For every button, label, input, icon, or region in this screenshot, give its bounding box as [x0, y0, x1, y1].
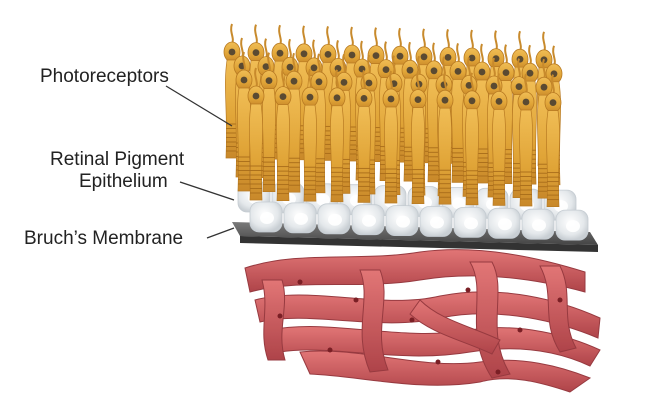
rpe-cell [283, 202, 317, 234]
bruchs-membrane-label: Bruch’s Membrane [24, 228, 184, 249]
photoreceptor-cell [463, 72, 481, 206]
leader-lines [165, 85, 235, 239]
photoreceptor-cell [355, 70, 373, 203]
rpe-cell [521, 208, 555, 240]
photoreceptor-cell [436, 71, 454, 205]
photoreceptors-leader [165, 85, 233, 127]
photoreceptor-cell [260, 52, 278, 192]
rpe-label-line1: Retinal Pigment [50, 149, 185, 170]
photoreceptors-label: Photoreceptors [40, 66, 169, 87]
photoreceptor-cell [285, 52, 303, 193]
photoreceptor-cell [247, 67, 265, 201]
photoreceptor-cell [382, 70, 400, 204]
rpe-cell [249, 201, 283, 233]
photoreceptor-cell [274, 68, 292, 201]
vessel-cells [277, 279, 563, 375]
photoreceptor-cell [301, 68, 319, 202]
rpe-cell [351, 204, 385, 236]
photoreceptor-cell [409, 71, 427, 204]
rpe-cell [453, 206, 487, 238]
photoreceptor-layer [223, 23, 563, 207]
rpe-leader [179, 181, 235, 201]
bruchs-leader [206, 227, 235, 239]
rpe-cell [487, 207, 521, 239]
rpe-cell [555, 209, 589, 241]
rpe-cell [317, 203, 351, 235]
photoreceptor-cell [328, 69, 346, 203]
photoreceptor-cell [517, 73, 535, 207]
photoreceptor-cell [544, 74, 562, 207]
choroid-vessels [244, 249, 601, 393]
rpe-label-line2: Epithelium [79, 171, 168, 192]
photoreceptor-cell [490, 73, 508, 206]
rpe-cell [385, 205, 419, 237]
rpe-cell-layer [237, 181, 589, 241]
rpe-cell [419, 206, 453, 237]
